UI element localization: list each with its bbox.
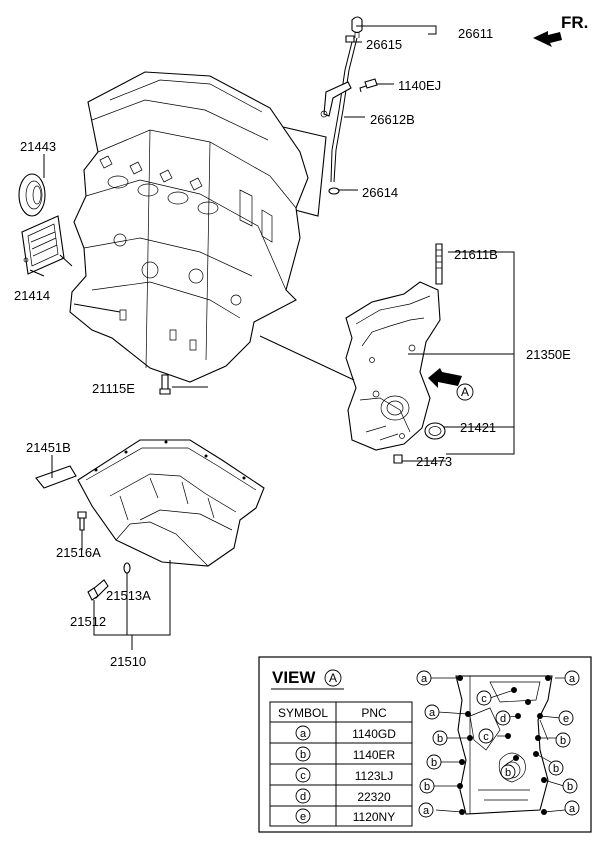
table-row: c 1123LJ: [295, 767, 393, 783]
timing-chain-cover: [345, 281, 441, 451]
callout-b: b: [505, 767, 511, 779]
oil-seal-carrier: [21, 215, 65, 275]
label-21350e: 21350E: [526, 347, 571, 362]
callout-b: b: [560, 735, 566, 747]
table-symbol-cell: a: [300, 728, 307, 740]
label-21611b: 21611B: [454, 247, 498, 262]
callout-d: d: [500, 713, 506, 725]
view-callouts: a a a a a b b b b b b b c c d e: [416, 670, 580, 818]
view-a-box: VIEW A SYMBOL PNC a 1140GD b 1140ER: [258, 656, 592, 833]
label-21451b: 21451B: [26, 440, 71, 455]
label-21443: 21443: [20, 139, 56, 154]
rear-oil-seal: [18, 173, 46, 217]
label-21510: 21510: [110, 654, 146, 669]
label-26615: 26615: [366, 37, 402, 52]
front-oil-seal-21421: [424, 422, 446, 440]
table-pnc-cell: 1120NY: [353, 810, 395, 824]
front-direction-indicator: FR.: [533, 13, 588, 47]
table-symbol-cell: b: [300, 749, 306, 761]
label-21513a: 21513A: [106, 588, 151, 603]
callout-e: e: [563, 713, 569, 725]
bolt-21115e: [159, 374, 171, 395]
label-21115e: 21115E: [92, 381, 135, 396]
table-pnc-cell: 22320: [357, 790, 391, 804]
table-symbol-cell: e: [300, 811, 306, 823]
direction-arrow-icon: [533, 31, 562, 47]
callout-b: b: [437, 733, 443, 745]
callout-b: b: [567, 781, 573, 793]
plug-21473: [393, 454, 403, 464]
callout-c: c: [483, 731, 489, 743]
drain-plug-21512: [87, 579, 109, 601]
baffle-21451b: [35, 465, 77, 489]
table-header-pnc: PNC: [361, 706, 387, 720]
callout-a: a: [421, 673, 428, 685]
oil-pan: [77, 439, 265, 567]
table-row: e 1120NY: [295, 808, 395, 824]
callout-a: a: [423, 805, 430, 817]
view-title: VIEW: [272, 668, 316, 687]
part-labels: 26611 26615 1140EJ 26612B 26614 21443 21…: [14, 26, 571, 669]
symbol-pnc-table: SYMBOL PNC a 1140GD b 1140ER c 1123LJ d …: [269, 701, 413, 827]
bolt-21516a: [77, 511, 87, 531]
gasket-21513a: [123, 562, 131, 574]
label-26611: 26611: [458, 26, 493, 41]
callout-b: b: [553, 763, 559, 775]
table-pnc-cell: 1140GD: [352, 727, 396, 741]
cylinder-block: [69, 71, 309, 383]
table-row: a 1140GD: [295, 725, 396, 741]
table-pnc-cell: 1140ER: [353, 748, 396, 762]
label-21421: 21421: [460, 420, 496, 435]
callout-b: b: [431, 757, 437, 769]
stud-21611b: [435, 243, 443, 285]
label-26612b: 26612B: [370, 112, 415, 127]
table-pnc-cell: 1123LJ: [355, 769, 393, 783]
callout-b: b: [424, 781, 430, 793]
table-row: b 1140ER: [295, 746, 396, 762]
callout-a: a: [429, 707, 436, 719]
view-arrow-icon: [428, 368, 462, 388]
view-a-arrow: A: [428, 368, 474, 401]
callout-c: c: [481, 693, 487, 705]
view-marker-letter: A: [461, 385, 469, 399]
label-21512: 21512: [70, 614, 106, 629]
table-row: d 22320: [295, 788, 391, 804]
leader-lines: [29, 25, 515, 650]
callout-a: a: [569, 803, 576, 815]
label-21516a: 21516A: [56, 545, 101, 560]
label-21414: 21414: [14, 288, 50, 303]
direction-label: FR.: [561, 13, 588, 32]
label-1140ej: 1140EJ: [398, 78, 441, 93]
label-21473: 21473: [416, 454, 452, 469]
view-a-cover-drawing: [431, 675, 566, 815]
label-26614: 26614: [362, 185, 398, 200]
view-letter: A: [329, 671, 337, 685]
callout-a: a: [569, 673, 576, 685]
table-symbol-cell: d: [300, 791, 306, 803]
table-symbol-cell: c: [300, 770, 306, 782]
table-header-symbol: SYMBOL: [278, 706, 328, 720]
